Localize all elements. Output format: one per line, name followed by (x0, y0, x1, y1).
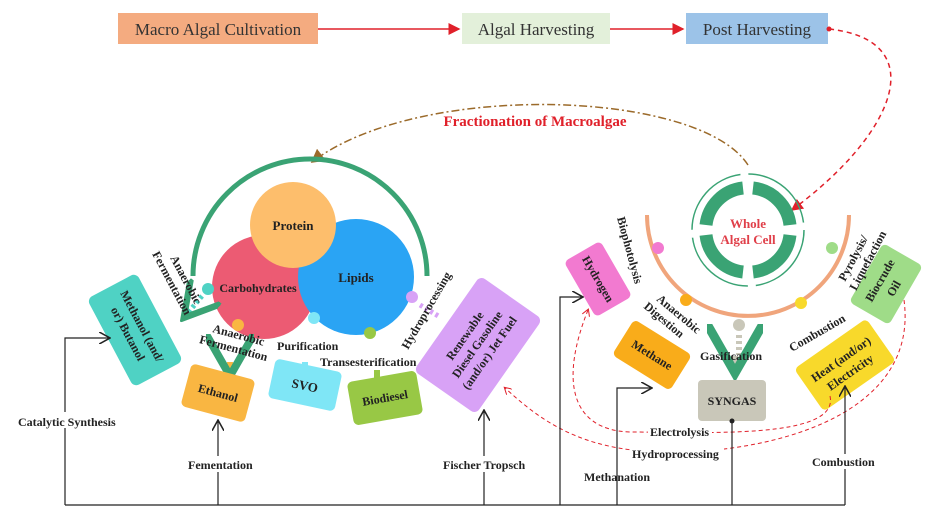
fementation-label: Fementation (188, 458, 253, 472)
purification-label: Purification (277, 339, 339, 353)
hydrogen-box: Hydrogen (565, 242, 631, 316)
connector-dots (187, 283, 442, 378)
gasification-label: Gasification (700, 349, 762, 363)
catalytic-synthesis-label: Catalytic Synthesis (18, 415, 116, 429)
fischer-tropsch-label: Fischer Tropsch (443, 458, 525, 472)
lipids-label: Lipids (338, 270, 373, 285)
anaerobic-fermentation-label-1: Anaerobic Fermentation (149, 249, 205, 318)
ethanol-box: Ethanol (181, 364, 255, 422)
top-flow: Macro Algal Cultivation Algal Harvesting… (118, 13, 892, 211)
post-harvesting-box (686, 13, 828, 44)
svg-text:SYNGAS: SYNGAS (708, 394, 757, 408)
cultivation-label: Macro Algal Cultivation (135, 20, 302, 39)
diagram-title: Fractionation of Macroalgae (443, 114, 626, 130)
methanation-label: Methanation (584, 470, 650, 484)
fraction-arc (190, 156, 430, 277)
post-harvesting-label: Post Harvesting (703, 20, 812, 39)
biocrude-box: Biocrude Oil (850, 244, 922, 324)
syngas-box: SYNGAS (698, 380, 766, 421)
conversion-arc (645, 214, 851, 318)
renewable-fuel-box: Renewable Diesel Gasoline (and/or) Jet F… (415, 278, 541, 412)
electrolysis-label: Electrolysis (650, 425, 709, 439)
cultivation-box (118, 13, 318, 44)
methane-box: Methane (613, 321, 691, 389)
post-harvest-to-cell-arrow (790, 28, 892, 211)
harvesting-box (462, 13, 610, 44)
combustion-bottom-label: Combustion (812, 455, 875, 469)
svg-text:SVO: SVO (290, 375, 319, 395)
protein-label: Protein (273, 218, 315, 233)
fractionation-arrow (310, 103, 749, 166)
carbohydrates-label: Carbohydrates (219, 281, 297, 295)
harvesting-label: Algal Harvesting (478, 20, 595, 39)
svg-text:Algal Cell: Algal Cell (720, 232, 776, 247)
cell-connector-dots (652, 242, 838, 366)
svg-text:Whole: Whole (730, 216, 766, 231)
hydroprocessing-bottom-label: Hydroprocessing (632, 447, 719, 461)
whole-cell: Whole Algal Cell (691, 173, 805, 287)
bottom-labels: Catalytic Synthesis Fementation Fischer … (16, 412, 880, 484)
protein-circle (250, 182, 336, 268)
transesterification-label: Transesterification (320, 355, 417, 369)
biodiesel-box: Biodiesel (347, 371, 423, 425)
svo-box: SVO (268, 359, 342, 411)
